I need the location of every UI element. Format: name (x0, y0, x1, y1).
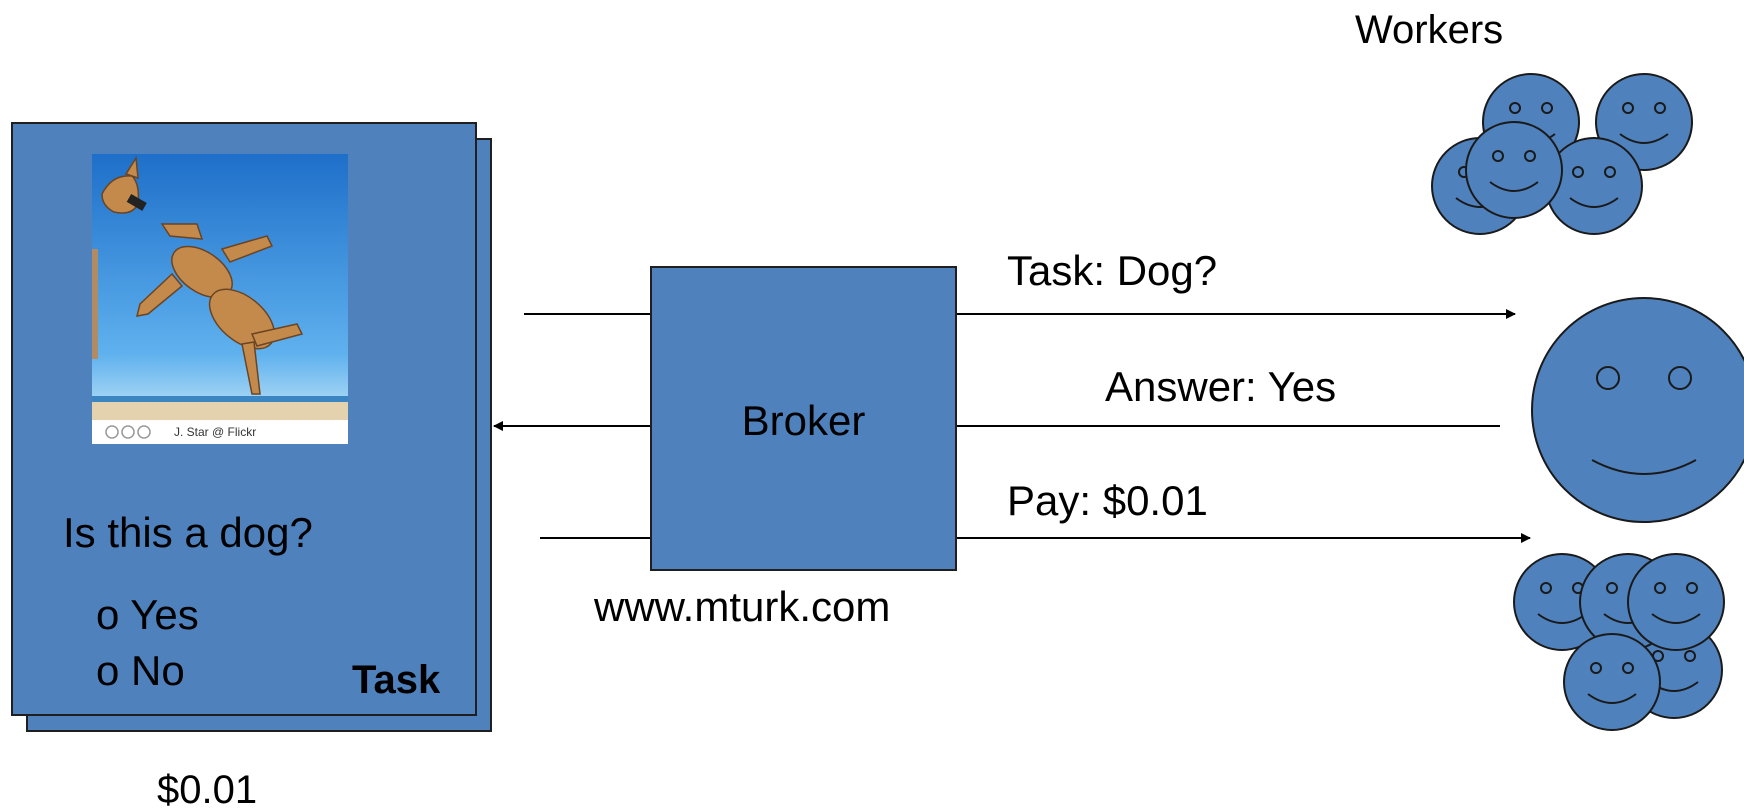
price-label: $0.01 (157, 768, 258, 812)
selected-worker-face (1531, 297, 1744, 523)
worker-face (1465, 121, 1563, 219)
pay-message-label: Pay: $0.01 (1007, 477, 1208, 524)
task-message-label: Task: Dog? (1007, 247, 1218, 294)
photo-credit: J. Star @ Flickr (174, 425, 257, 439)
broker-box (650, 266, 957, 571)
answer-message-label: Answer: Yes (1105, 363, 1337, 410)
broker-url: www.mturk.com (594, 583, 891, 630)
option-yes[interactable]: o Yes (96, 591, 199, 638)
worker-face (1563, 633, 1661, 731)
workers-label: Workers (1355, 8, 1504, 52)
option-no[interactable]: o No (96, 647, 185, 694)
question-text: Is this a dog? (63, 509, 313, 556)
broker-label: Broker (741, 397, 866, 444)
dog-photo: J. Star @ Flickr (92, 154, 348, 444)
worker-face (1545, 137, 1643, 235)
worker-face (1627, 553, 1725, 651)
task-label: Task (352, 658, 441, 702)
